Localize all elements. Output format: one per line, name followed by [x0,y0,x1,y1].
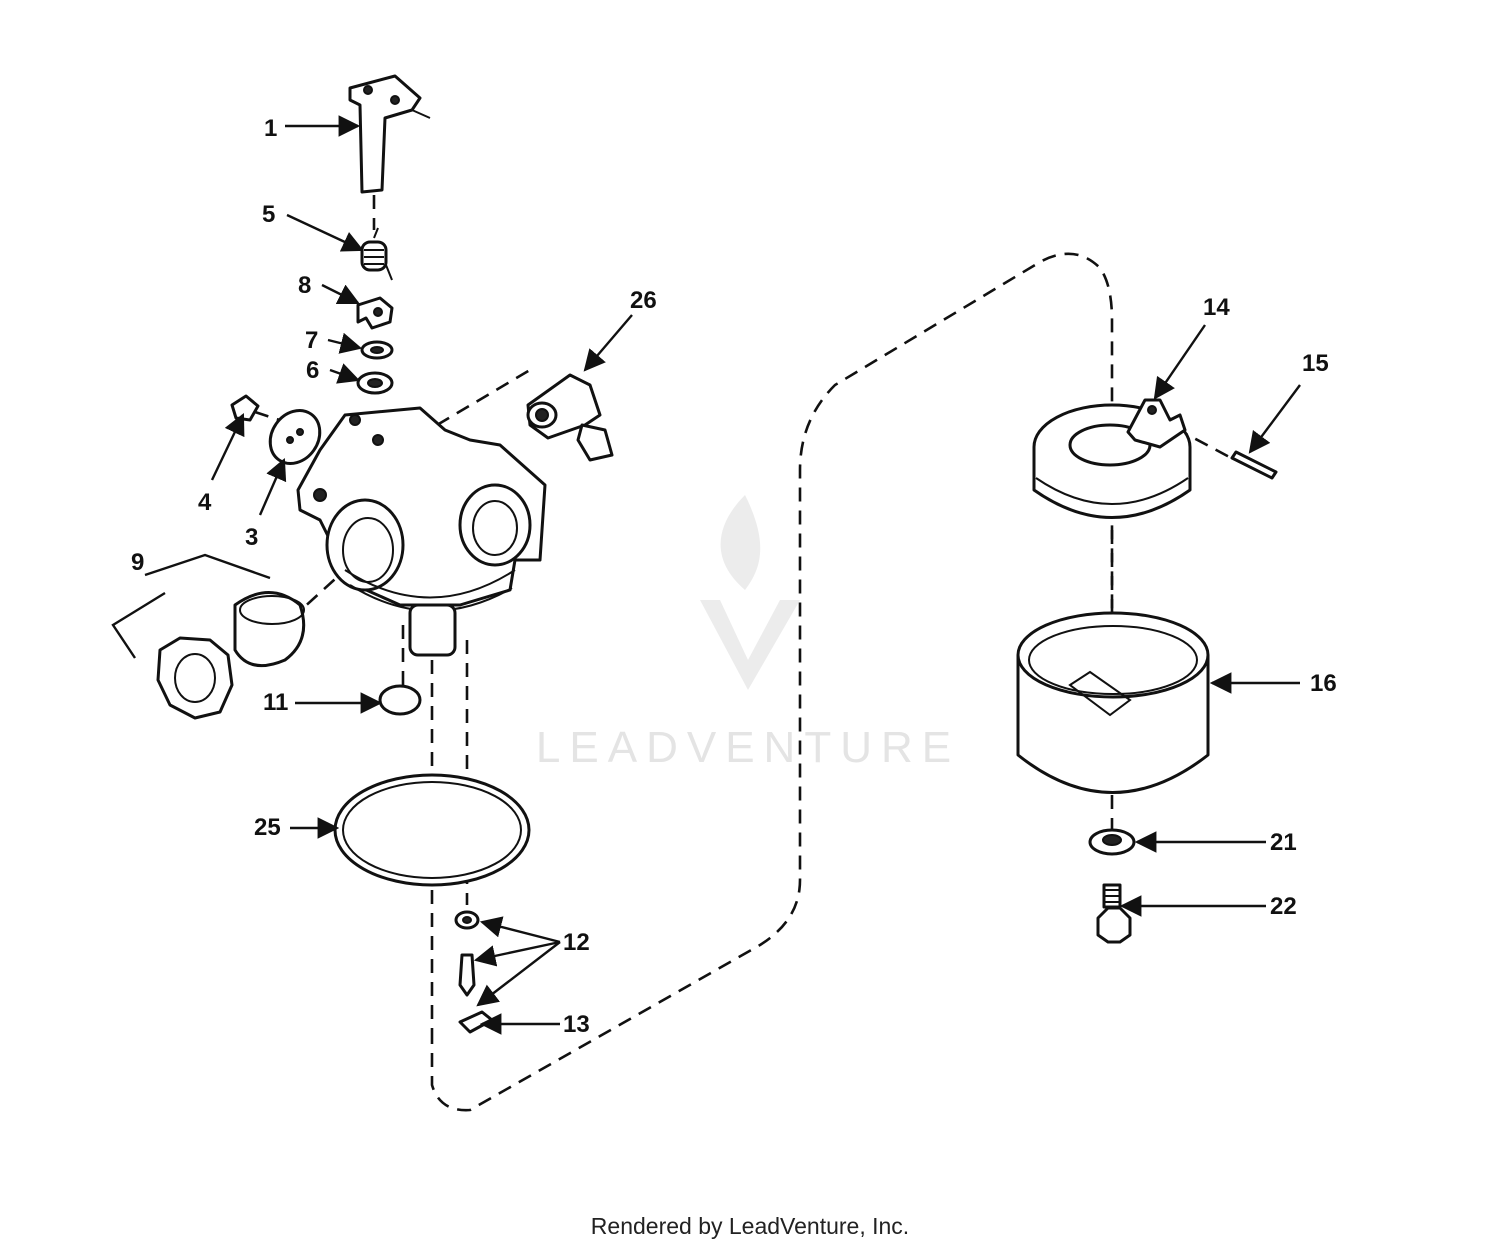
part-15-pin [1230,450,1278,480]
callout-1: 1 [264,115,277,142]
watermark: LEADVENTURE [536,495,960,772]
footer-credit: Rendered by LeadVenture, Inc. [590,1213,910,1239]
part-16-bowl [1016,611,1210,794]
callout-25: 25 [254,814,281,841]
watermark-text: LEADVENTURE [536,723,960,772]
part-8-bracket [356,296,394,330]
part-22-bowl-nut [1096,883,1132,944]
part-14-float [1032,398,1192,519]
part-13-clip [458,1010,494,1034]
part-9-primer [156,591,306,720]
part-21-washer [1088,828,1136,856]
callout-13: 13 [563,1011,590,1038]
part-25-gasket [333,773,531,887]
callout-7: 7 [305,327,318,354]
part-3-plate [268,409,322,465]
part-4-screw [230,394,260,422]
callout-21: 21 [1270,829,1297,856]
callout-labels: 1 5 8 7 6 26 4 3 9 11 25 12 13 14 15 16 … [131,115,1337,1038]
callout-5: 5 [262,201,275,228]
part-5-spring [360,227,393,281]
leader-lines [111,115,1301,1035]
callout-3: 3 [245,524,258,551]
callout-9: 9 [131,549,144,576]
part-11-disc [378,684,422,716]
callout-14: 14 [1203,294,1230,321]
callout-11: 11 [263,689,288,716]
part-7-washer [360,340,394,360]
callout-4: 4 [198,489,212,516]
carburetor-body [296,406,547,657]
callout-26: 26 [630,287,657,314]
dash-axis-26 [436,368,531,427]
callout-22: 22 [1270,893,1297,920]
part-1-choke-shaft [348,74,431,194]
dashed-assembly-line [430,252,1114,1112]
callout-12: 12 [563,929,590,956]
callout-6: 6 [306,357,319,384]
callout-8: 8 [298,272,311,299]
part-12-needle-set [454,910,480,997]
callout-16: 16 [1310,670,1337,697]
part-6-seal [356,371,394,395]
part-26-fuel-inlet [526,373,614,462]
callout-15: 15 [1302,350,1329,377]
